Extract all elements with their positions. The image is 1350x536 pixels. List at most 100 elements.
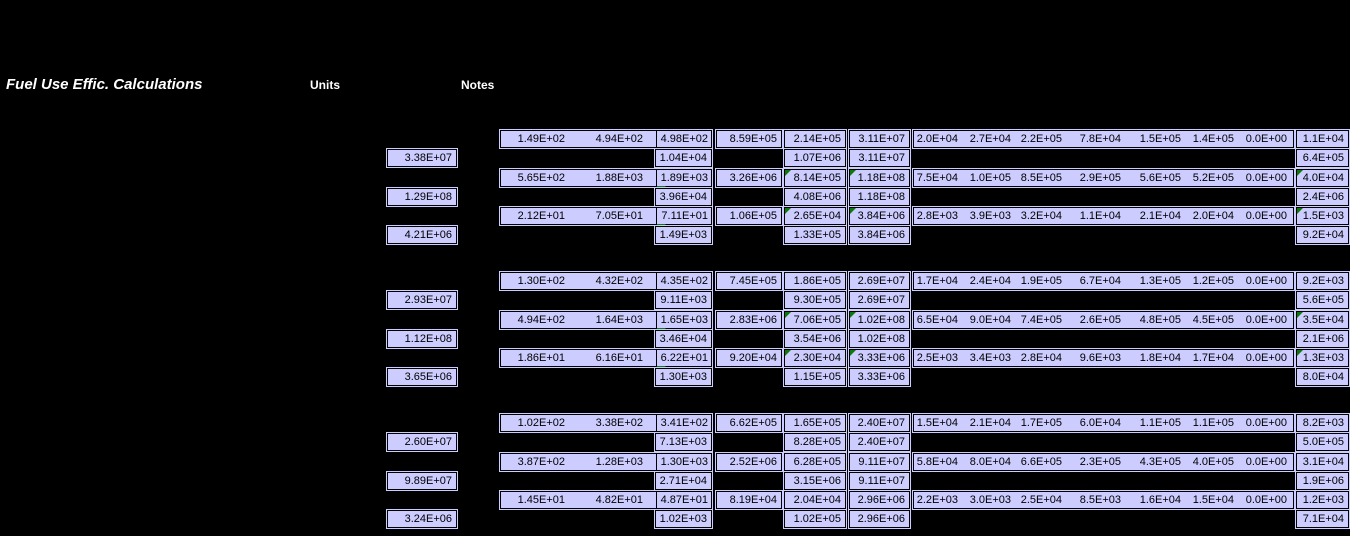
cell-spread-0[interactable]: 6.5E+04 [916,314,958,326]
cell-c[interactable]: 3.87E+02 [517,456,565,468]
cell-f[interactable]: 3.26E+06 [716,169,782,187]
cell-g[interactable]: 2.04E+04 [784,491,846,509]
cell-p[interactable]: 1.9E+06 [1296,472,1349,490]
cell-d[interactable]: 7.05E+01 [595,210,643,222]
cell-spread-5[interactable]: 1.7E+04 [1192,352,1234,364]
cell-p[interactable]: 7.1E+04 [1296,510,1349,528]
cell-g[interactable]: 2.14E+05 [784,130,846,148]
cell-c[interactable]: 1.02E+02 [517,417,565,429]
cell-spread-6[interactable]: 0.0E+00 [1245,456,1287,468]
cell-g[interactable]: 2.30E+04 [784,349,846,367]
cell-spread-3[interactable]: 8.5E+03 [1079,494,1121,506]
cell-p[interactable]: 2.1E+06 [1296,330,1349,348]
cell-g[interactable]: 3.54E+06 [784,330,846,348]
cell-d[interactable]: 1.64E+03 [595,314,643,326]
cell-e[interactable]: 1.65E+03 [656,312,711,334]
cell-spread-1[interactable]: 2.7E+04 [969,133,1011,145]
cell-f[interactable]: 6.62E+05 [716,414,782,432]
cell-p[interactable]: 2.4E+06 [1296,188,1349,206]
cell-spread-4[interactable]: 1.5E+05 [1139,133,1181,145]
cell-e[interactable]: 3.41E+02 [656,415,711,431]
cell-b[interactable]: 1.12E+08 [387,330,457,348]
cell-c[interactable]: 4.94E+02 [517,314,565,326]
cell-spread-5[interactable]: 5.2E+05 [1192,172,1234,184]
cell-f[interactable]: 1.06E+05 [716,207,782,225]
cell-spread-4[interactable]: 4.3E+05 [1139,456,1181,468]
cell-spread-4[interactable]: 4.8E+05 [1139,314,1181,326]
cell-h[interactable]: 3.11E+07 [849,130,910,148]
cell-e[interactable]: 1.30E+03 [656,454,711,470]
cell-p[interactable]: 4.0E+04 [1296,169,1349,187]
cell-g[interactable]: 7.06E+05 [784,311,846,329]
cell-p[interactable]: 9.2E+03 [1296,272,1349,290]
cell-g[interactable]: 9.30E+05 [784,291,846,309]
cell-h[interactable]: 2.40E+07 [849,414,910,432]
cell-h[interactable]: 2.40E+07 [849,433,910,451]
cell-spread-1[interactable]: 3.9E+03 [969,210,1011,222]
cell-f[interactable]: 8.19E+04 [716,491,782,509]
cell-p[interactable]: 1.5E+03 [1296,207,1349,225]
cell-spread-4[interactable]: 1.8E+04 [1139,352,1181,364]
cell-h[interactable]: 2.96E+06 [849,510,910,528]
cell-spread-2[interactable]: 2.5E+04 [1020,494,1062,506]
cell-spread-2[interactable]: 1.7E+05 [1020,417,1062,429]
cell-c[interactable]: 1.30E+02 [517,275,565,287]
cell-b[interactable]: 3.24E+06 [387,510,457,528]
cell-spread-2[interactable]: 1.9E+05 [1020,275,1062,287]
cell-spread-6[interactable]: 0.0E+00 [1245,133,1287,145]
cell-spread-3[interactable]: 6.0E+04 [1079,417,1121,429]
cell-p[interactable]: 8.2E+03 [1296,414,1349,432]
cell-spread-5[interactable]: 2.0E+04 [1192,210,1234,222]
cell-c[interactable]: 5.65E+02 [517,172,565,184]
cell-spread-2[interactable]: 6.6E+05 [1020,456,1062,468]
cell-d[interactable]: 4.94E+02 [595,133,643,145]
cell-f[interactable]: 8.59E+05 [716,130,782,148]
cell-b[interactable]: 9.89E+07 [387,472,457,490]
cell-e[interactable]: 4.35E+02 [656,273,711,289]
cell-spread-4[interactable]: 1.6E+04 [1139,494,1181,506]
cell-e[interactable]: 2.71E+04 [655,472,712,490]
cell-spread-5[interactable]: 1.4E+05 [1192,133,1234,145]
cell-b[interactable]: 1.29E+08 [387,188,457,206]
cell-p[interactable]: 3.5E+04 [1296,311,1349,329]
cell-p[interactable]: 3.1E+04 [1296,453,1349,471]
cell-h[interactable]: 1.18E+08 [849,169,910,187]
cell-spread-6[interactable]: 0.0E+00 [1245,210,1287,222]
cell-spread-5[interactable]: 1.2E+05 [1192,275,1234,287]
cell-h[interactable]: 3.11E+07 [849,149,910,167]
cell-spread-1[interactable]: 2.4E+04 [969,275,1011,287]
cell-d[interactable]: 4.82E+01 [595,494,643,506]
cell-spread-1[interactable]: 1.0E+05 [969,172,1011,184]
cell-d[interactable]: 1.88E+03 [595,172,643,184]
cell-h[interactable]: 2.69E+07 [849,291,910,309]
cell-b[interactable]: 4.21E+06 [387,226,457,244]
cell-f[interactable]: 7.45E+05 [716,272,782,290]
cell-spread-1[interactable]: 9.0E+04 [969,314,1011,326]
cell-spread-3[interactable]: 2.9E+05 [1079,172,1121,184]
cell-spread-1[interactable]: 8.0E+04 [969,456,1011,468]
cell-g[interactable]: 8.28E+05 [784,433,846,451]
cell-e[interactable]: 7.11E+01 [656,208,711,230]
cell-h[interactable]: 3.84E+06 [849,226,910,244]
cell-c[interactable]: 1.86E+01 [517,352,565,364]
cell-g[interactable]: 1.02E+05 [784,510,846,528]
cell-g[interactable]: 1.15E+05 [784,368,846,386]
cell-b[interactable]: 3.65E+06 [387,368,457,386]
cell-p[interactable]: 9.2E+04 [1296,226,1349,244]
cell-g[interactable]: 2.65E+04 [784,207,846,225]
cell-p[interactable]: 6.4E+05 [1296,149,1349,167]
cell-g[interactable]: 1.07E+06 [784,149,846,167]
cell-b[interactable]: 2.60E+07 [387,433,457,451]
cell-spread-0[interactable]: 1.7E+04 [916,275,958,287]
